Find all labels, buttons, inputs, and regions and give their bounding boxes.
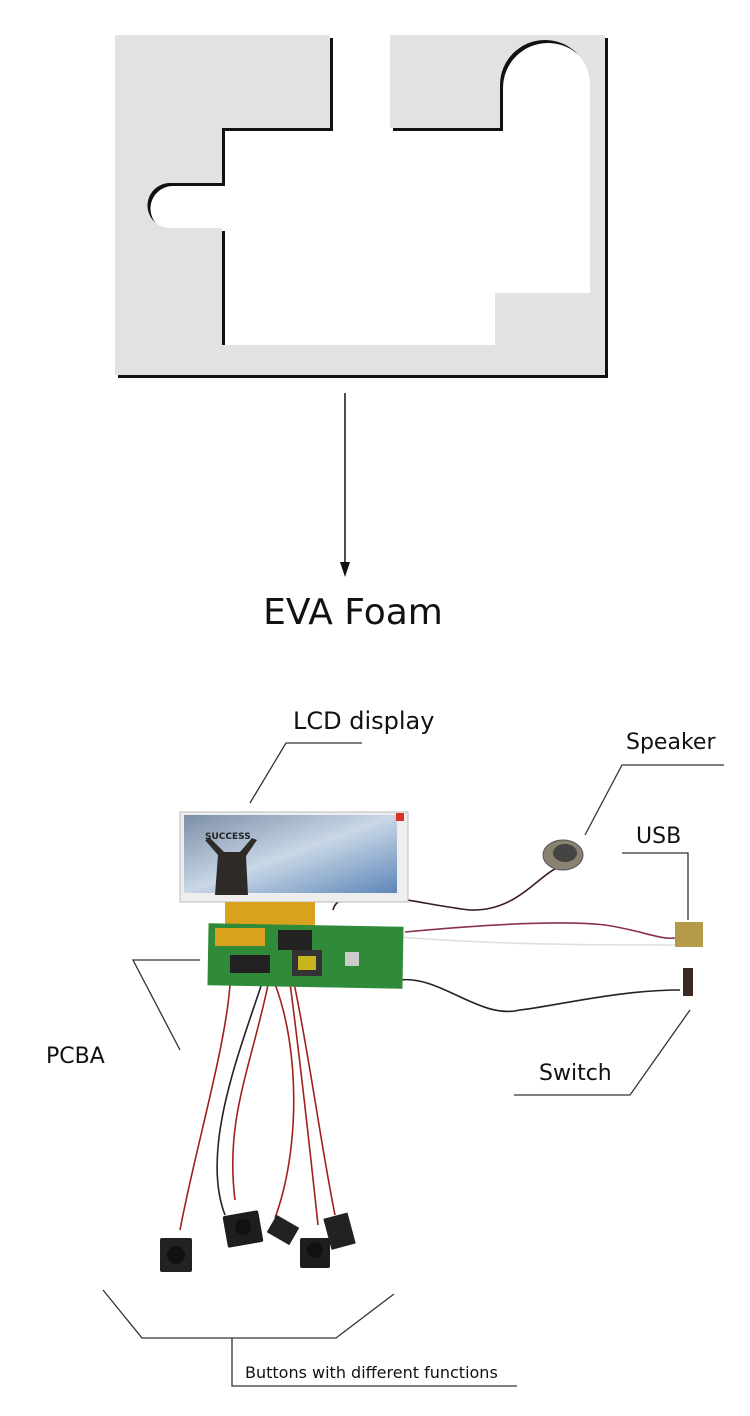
pcba-photo xyxy=(207,923,404,989)
down-arrow-icon xyxy=(340,393,350,577)
lcd-display-label: LCD display xyxy=(293,707,435,735)
leader-lines xyxy=(102,742,724,1387)
switch-label: Switch xyxy=(539,1061,612,1086)
buttons-label-underline xyxy=(231,1338,517,1387)
wires xyxy=(179,864,681,1231)
switch-leader-line xyxy=(514,1009,691,1096)
lcd-leader-line xyxy=(249,742,362,804)
speaker-label: Speaker xyxy=(626,730,716,755)
speaker-photo xyxy=(542,839,584,871)
usb-leader-line xyxy=(622,852,689,920)
eva-foam-label: EVA Foam xyxy=(263,592,443,633)
usb-label: USB xyxy=(636,824,682,849)
push-buttons-photo xyxy=(160,1210,356,1272)
eva-foam-sheet xyxy=(115,35,608,378)
lcd-display-photo: SUCCESS xyxy=(179,811,409,930)
lcd-screen-text: SUCCESS xyxy=(205,832,251,842)
switch-photo xyxy=(683,968,693,996)
pcba-leader-line xyxy=(131,959,200,1051)
buttons-leader-line xyxy=(102,1289,395,1339)
buttons-label: Buttons with different functions xyxy=(245,1363,498,1382)
pcba-label: PCBA xyxy=(46,1044,105,1069)
speaker-leader-line xyxy=(584,764,724,836)
usb-board-photo xyxy=(675,922,703,947)
